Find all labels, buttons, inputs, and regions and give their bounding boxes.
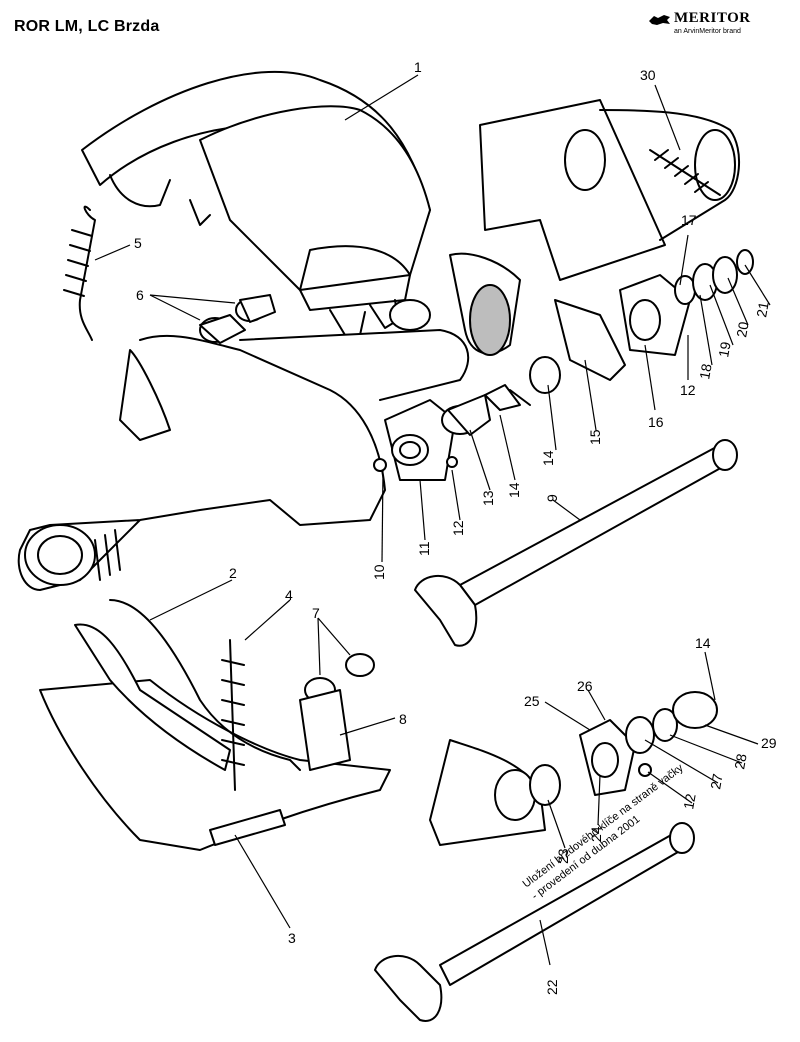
callout-2: 2: [229, 565, 237, 581]
part-16-bracket-plate: [619, 274, 691, 356]
part-4-spring: [221, 639, 245, 791]
part-6-rollers: [199, 294, 276, 344]
callout-1: 1: [414, 59, 422, 75]
brand-subtitle: an ArvinMeritor brand: [674, 28, 741, 35]
callout-14: 14: [695, 635, 711, 651]
part-1-upper-brake-shoe: [81, 70, 431, 336]
callout-26: 26: [577, 678, 593, 694]
callout-18: 18: [696, 362, 714, 380]
page-title: ROR LM, LC Brzda: [14, 18, 160, 35]
callout-13: 13: [480, 490, 496, 506]
callout-14: 14: [506, 482, 522, 498]
callout-17: 17: [681, 212, 697, 228]
part-15-spring-bracket: [529, 299, 626, 394]
callout-16: 16: [648, 414, 664, 430]
part-30-upper-bracket: [449, 99, 741, 356]
callout-12: 12: [680, 382, 696, 398]
part-9-camshaft: [414, 439, 738, 647]
callout-7: 7: [312, 605, 320, 621]
callout-29: 29: [761, 735, 777, 751]
callout-5: 5: [134, 235, 142, 251]
part-3-lower-brake-shoe: [39, 599, 391, 851]
callout-9: 9: [544, 494, 560, 502]
axle-spider-housing: [17, 299, 470, 591]
lower-right-bracket-assembly: [429, 691, 718, 846]
meritor-bull-logo: [649, 15, 670, 25]
callout-20: 20: [733, 320, 751, 338]
part-14-clip: [484, 384, 531, 411]
part-11-camshaft-bracket: [373, 399, 458, 481]
part-13-seal: [441, 394, 491, 436]
callout-12: 12: [680, 792, 698, 810]
part-5-return-spring: [63, 205, 96, 341]
callout-19: 19: [715, 340, 733, 358]
callout-14: 14: [540, 450, 556, 466]
callout-22: 22: [544, 979, 560, 995]
callout-24: 24: [588, 826, 604, 842]
callout-3: 3: [288, 930, 296, 946]
part-8-anchor-pin: [299, 689, 351, 771]
callout-28: 28: [731, 752, 749, 770]
part-30-spring: [649, 149, 721, 196]
callout-30: 30: [640, 67, 656, 83]
callout-11: 11: [416, 541, 432, 556]
callout-12: 12: [450, 520, 466, 536]
leader-lines: [94, 74, 771, 966]
callout-21: 21: [753, 300, 771, 318]
callout-23: 23: [555, 848, 571, 864]
part-22-camshaft-lower: [374, 822, 695, 1022]
callout-10: 10: [371, 564, 387, 580]
callout-15: 15: [587, 429, 603, 445]
callout-25: 25: [524, 693, 540, 709]
callout-27: 27: [707, 772, 725, 790]
callout-8: 8: [399, 711, 407, 727]
brand-name: MERITOR: [674, 10, 751, 26]
callout-6: 6: [136, 287, 144, 303]
callout-4: 4: [285, 587, 293, 603]
